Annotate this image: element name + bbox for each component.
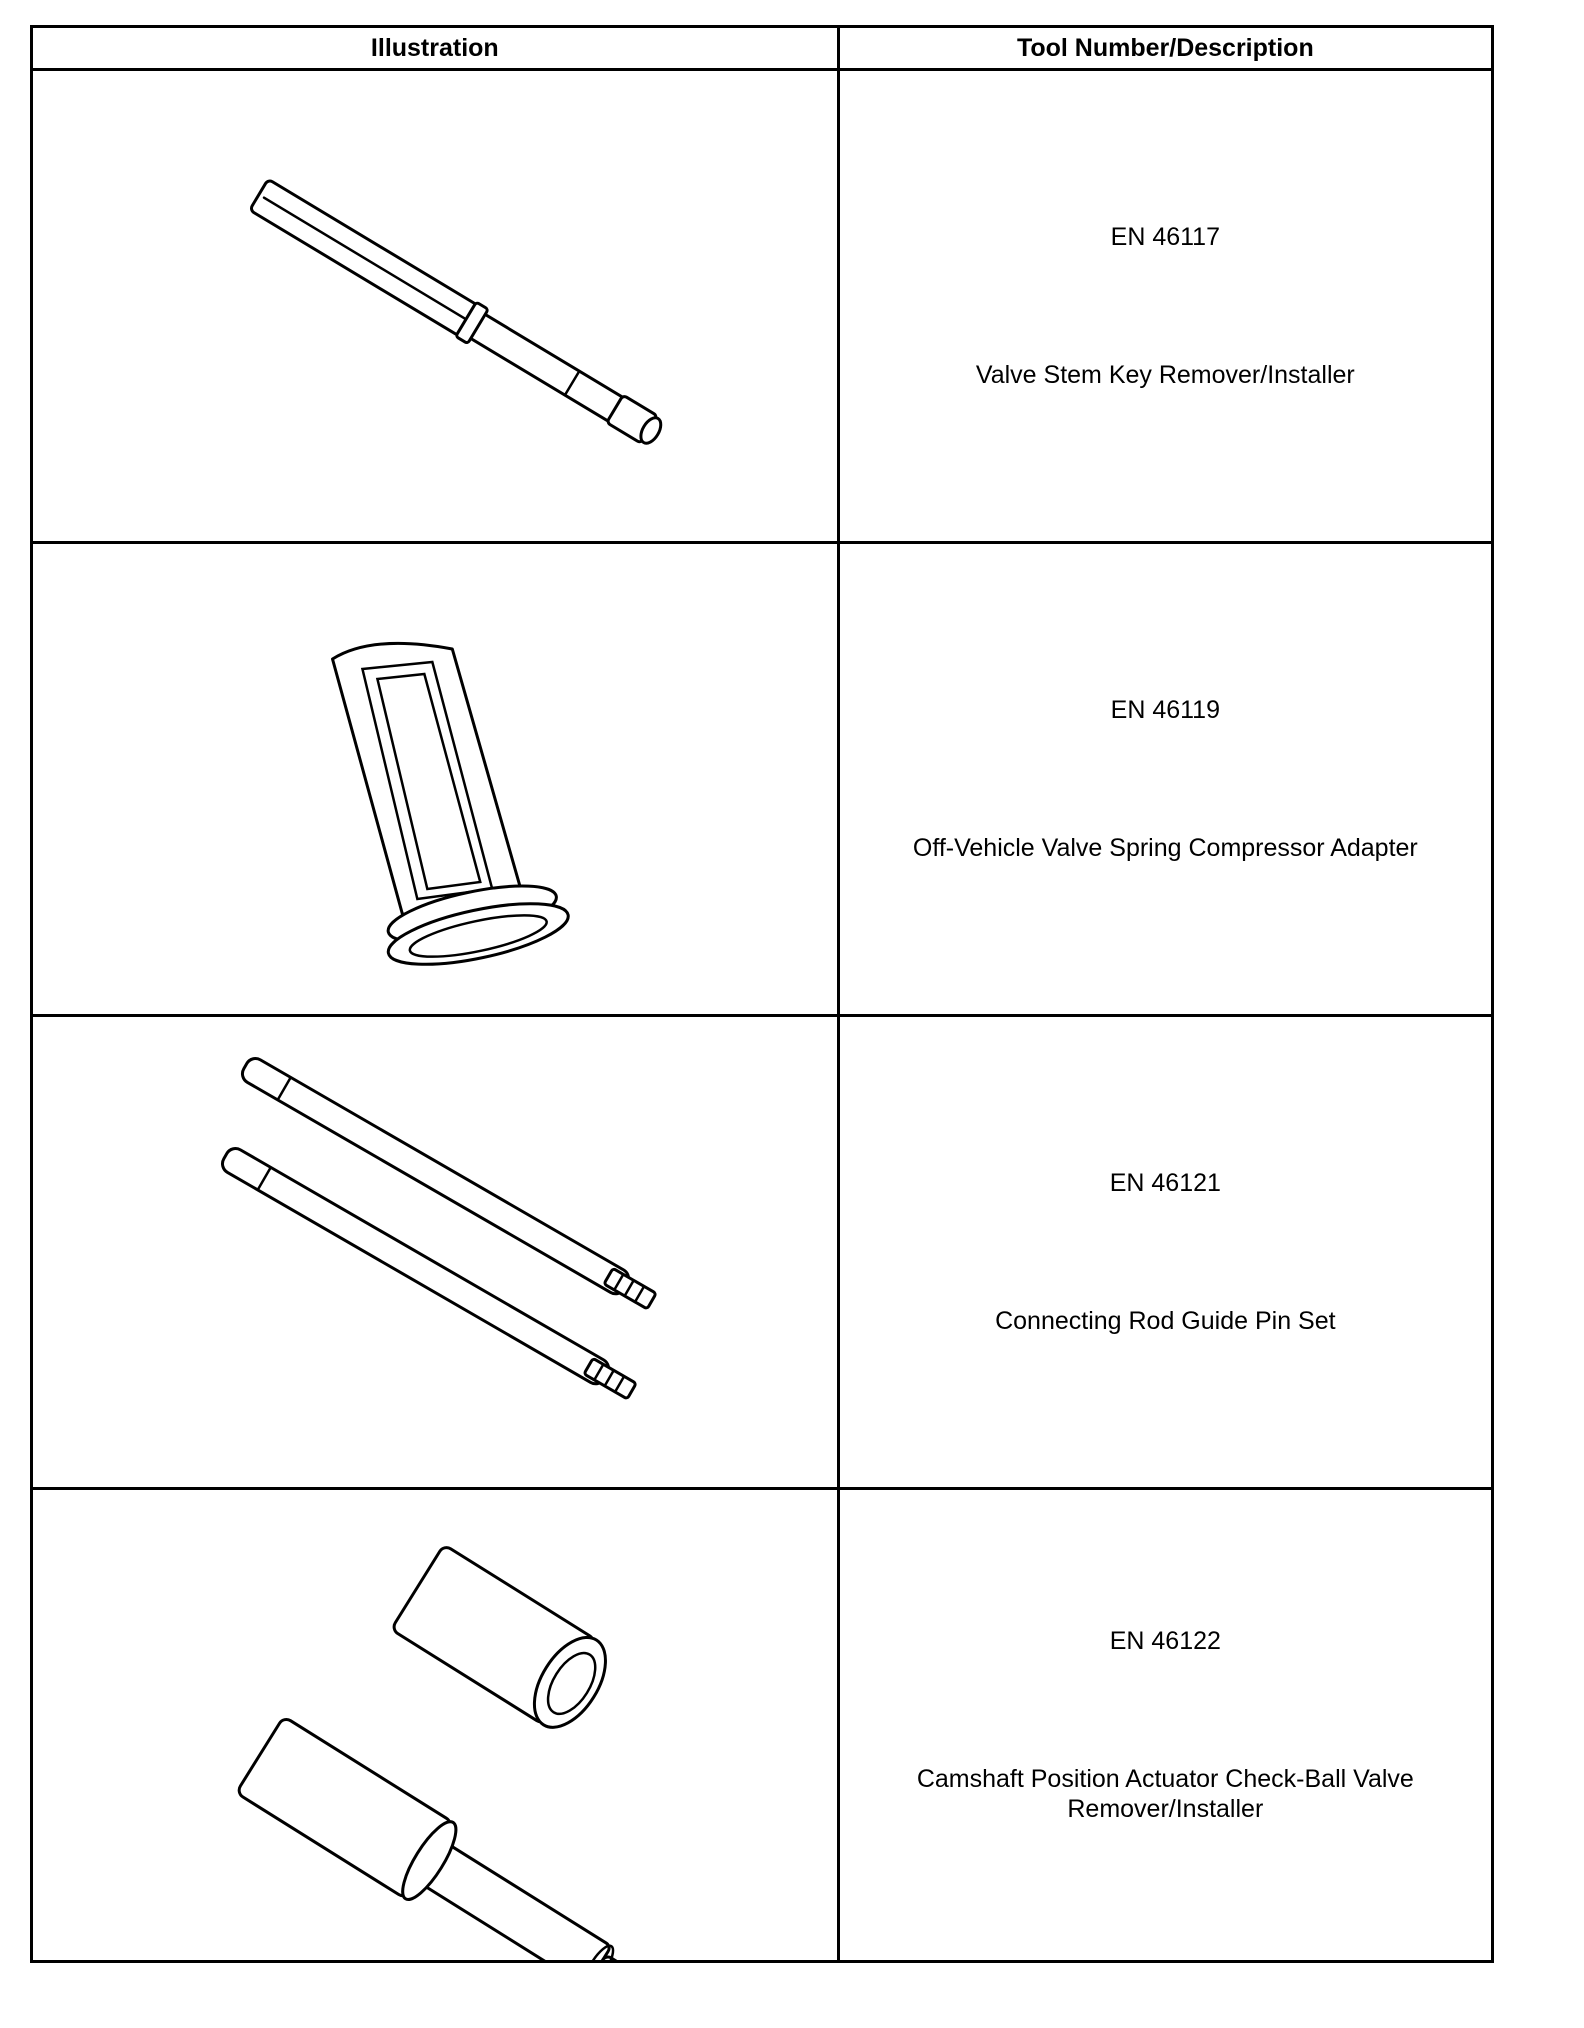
- illustration-cell: [30, 541, 840, 1017]
- description-cell: EN 46117 Valve Stem Key Remover/Installe…: [836, 68, 1495, 544]
- spring-compressor-adapter-icon: [33, 544, 837, 1014]
- table-row: EN 46121 Connecting Rod Guide Pin Set: [30, 1014, 1495, 1490]
- description-cell: EN 46121 Connecting Rod Guide Pin Set: [836, 1014, 1495, 1490]
- header-tool-description: Tool Number/Description: [836, 25, 1495, 71]
- tools-table: Illustration Tool Number/Description: [30, 25, 1495, 1963]
- header-illustration: Illustration: [30, 25, 840, 71]
- guide-pin-set-icon: [33, 1017, 837, 1487]
- illustration-cell: [30, 1487, 840, 1963]
- tool-number: EN 46117: [1110, 223, 1220, 251]
- tool-description: Off-Vehicle Valve Spring Compressor Adap…: [912, 834, 1418, 862]
- tool-number: EN 46119: [1110, 696, 1220, 724]
- table-row: EN 46119 Off-Vehicle Valve Spring Compre…: [30, 541, 1495, 1017]
- table-row: EN 46117 Valve Stem Key Remover/Installe…: [30, 68, 1495, 544]
- tool-description: Camshaft Position Actuator Check-Ball Va…: [916, 1765, 1414, 1823]
- illustration-cell: [30, 1014, 840, 1490]
- valve-stem-key-tool-icon: [33, 71, 837, 541]
- description-cell: EN 46119 Off-Vehicle Valve Spring Compre…: [836, 541, 1495, 1017]
- header-row: Illustration Tool Number/Description: [30, 25, 1495, 71]
- tool-number: EN 46121: [1109, 1169, 1221, 1197]
- table-row: EN 46122 Camshaft Position Actuator Chec…: [30, 1487, 1495, 1963]
- tool-description: Connecting Rod Guide Pin Set: [995, 1307, 1336, 1335]
- description-cell: EN 46122 Camshaft Position Actuator Chec…: [836, 1487, 1495, 1963]
- check-ball-valve-tool-icon: [33, 1490, 837, 1960]
- illustration-cell: [30, 68, 840, 544]
- tool-description: Valve Stem Key Remover/Installer: [975, 361, 1355, 389]
- tool-number: EN 46122: [1109, 1627, 1221, 1655]
